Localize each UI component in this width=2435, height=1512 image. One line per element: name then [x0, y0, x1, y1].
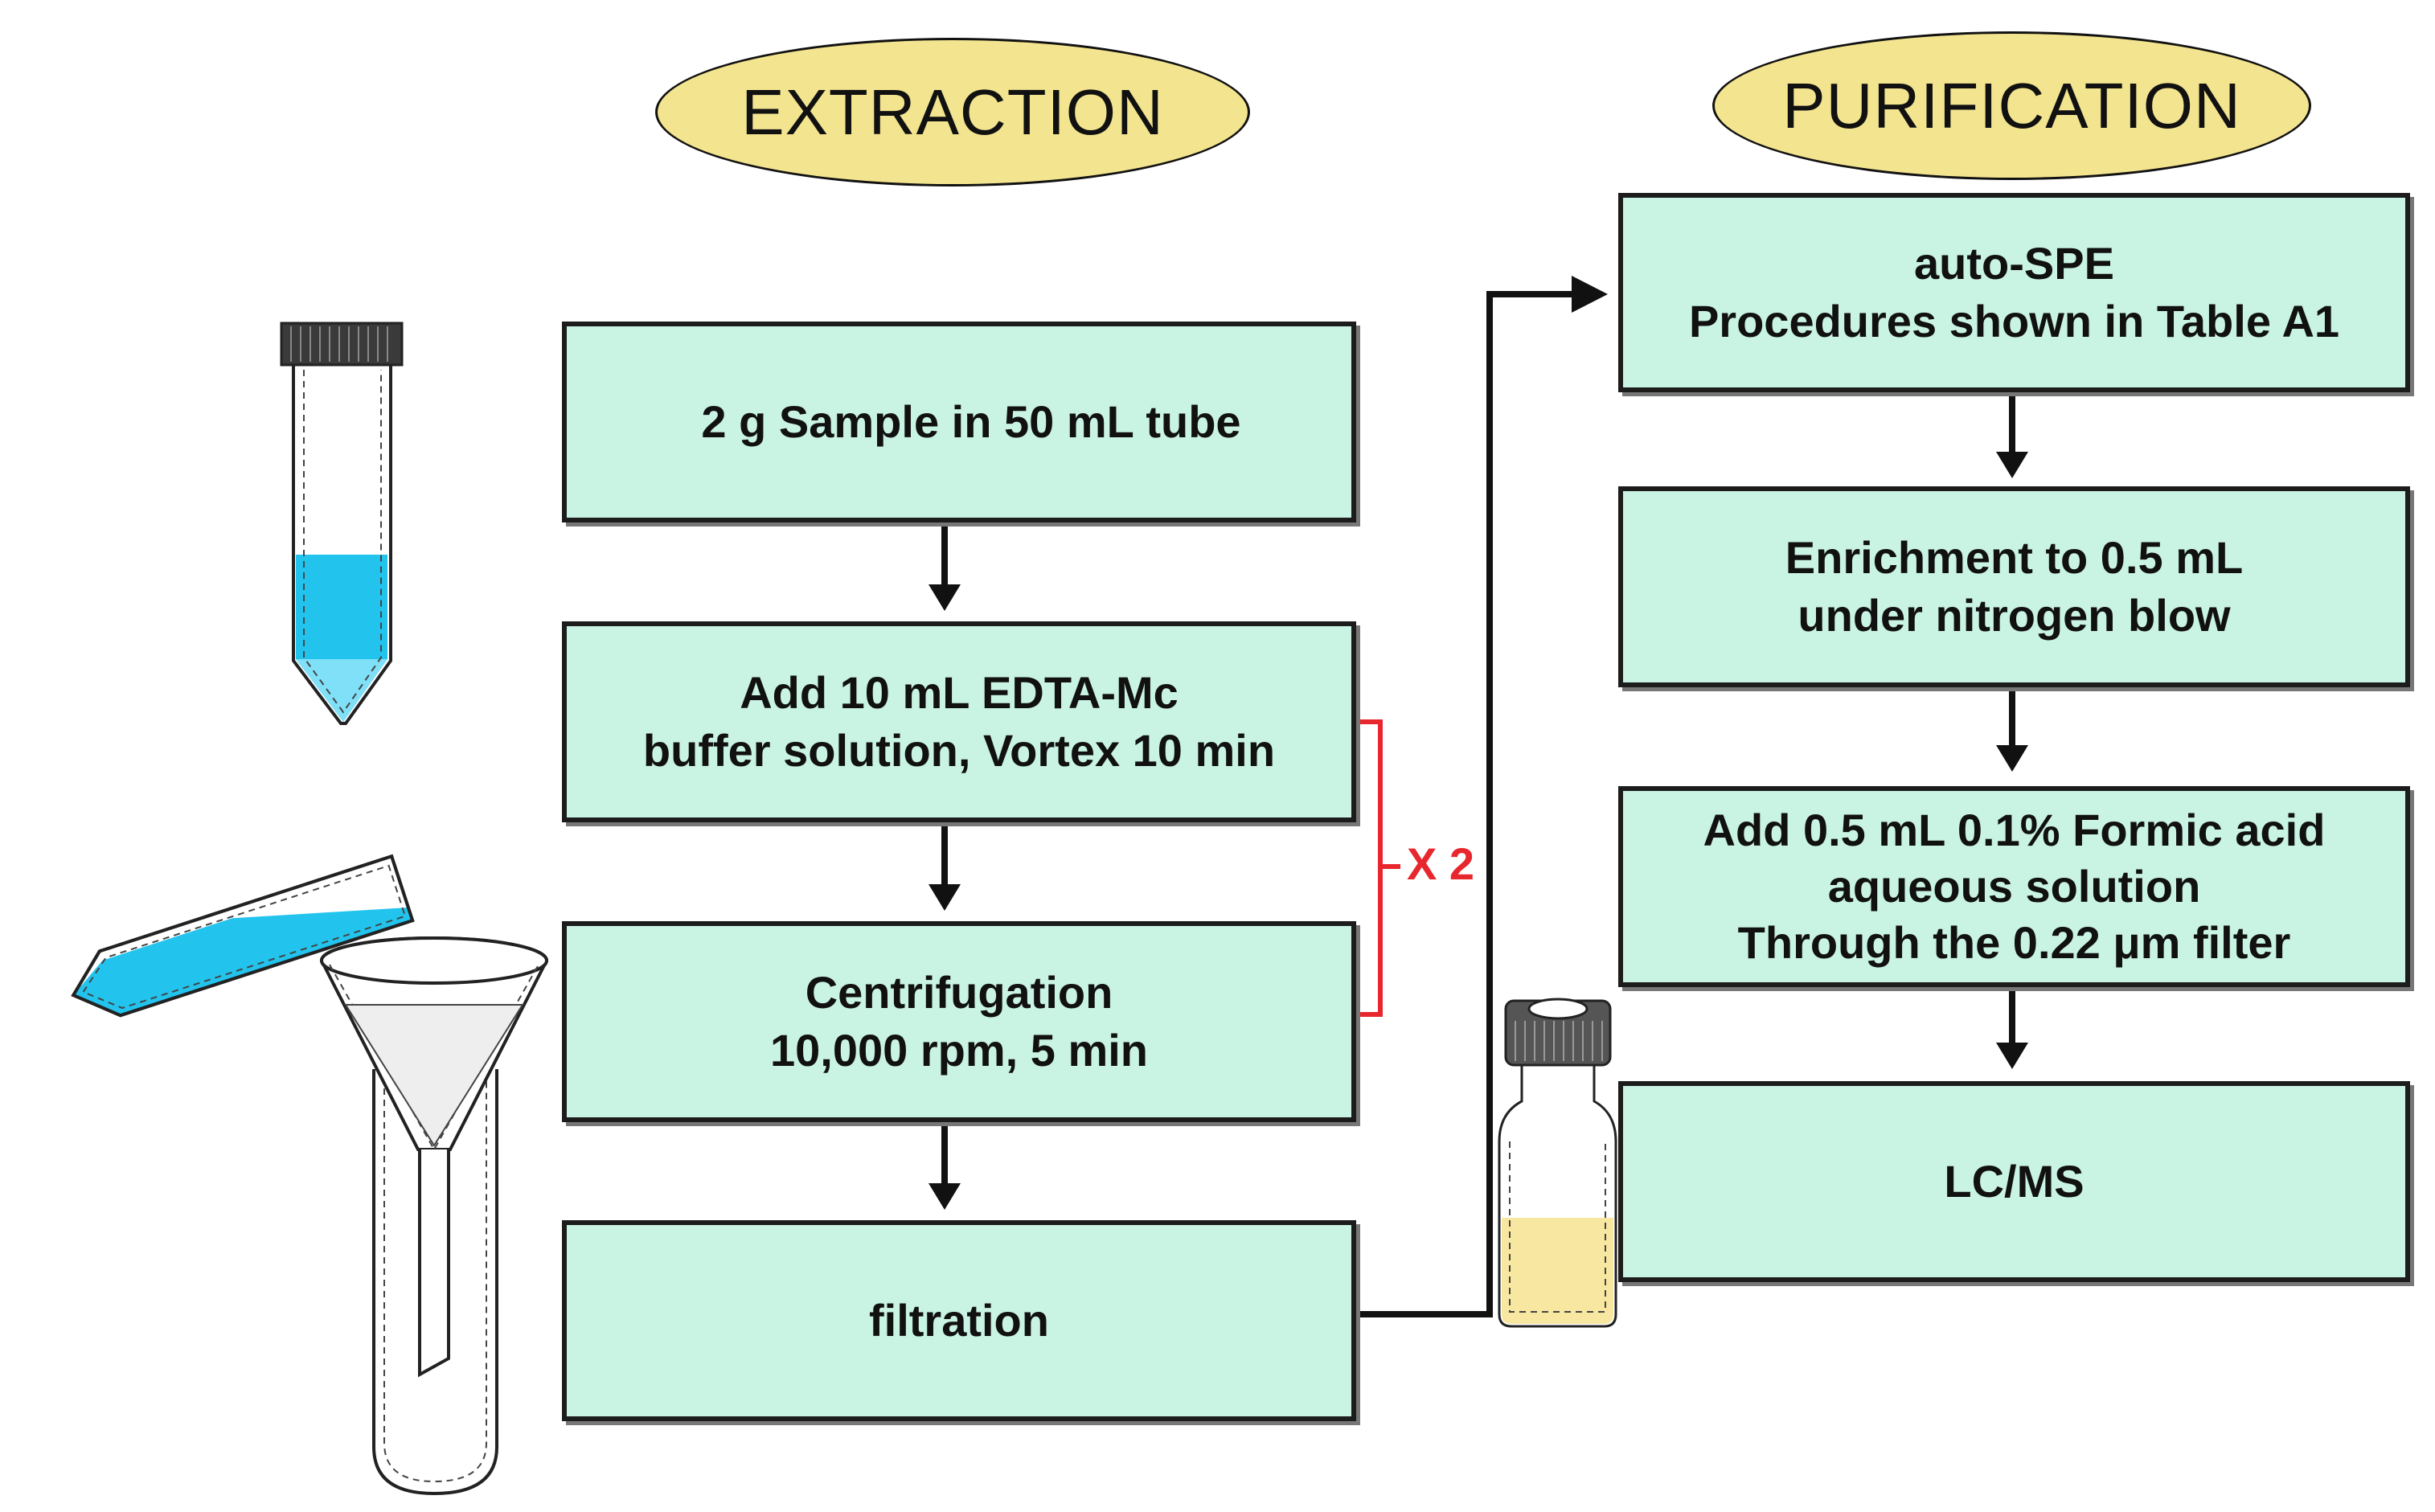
extraction-step-sample: 2 g Sample in 50 mL tube: [562, 322, 1356, 522]
step-text-line: Enrichment to 0.5 mL: [1785, 532, 2244, 583]
arrowhead-purify-1: [1996, 452, 2028, 478]
arrowhead-spe: [1572, 276, 1608, 313]
step-text-line: 10,000 rpm, 5 min: [769, 1025, 1148, 1076]
step-text-line: 2 g Sample in 50 mL tube: [701, 396, 1241, 447]
step-text-line: Add 0.5 mL 0.1% Formic acid: [1703, 805, 2326, 855]
step-text-line: Through the 0.22 μm filter: [1737, 917, 2291, 968]
step-text-line: aqueous solution: [1827, 861, 2201, 912]
purification-header-label: PURIFICATION: [1782, 69, 2241, 141]
step-text-line: Centrifugation: [805, 967, 1113, 1018]
step-text-line: LC/MS: [1944, 1156, 2085, 1207]
purification-step-formic-acid: Add 0.5 mL 0.1% Formic acid aqueous solu…: [1618, 786, 2410, 987]
step-text-line: under nitrogen blow: [1798, 590, 2231, 641]
step-text-line: auto-SPE: [1914, 238, 2114, 289]
step-text-line: buffer solution, Vortex 10 min: [642, 725, 1276, 776]
step-text-line: filtration: [869, 1295, 1049, 1346]
arrowhead-purify-2: [1996, 745, 2028, 772]
extraction-header: EXTRACTION: [655, 38, 1250, 186]
extraction-step-filtration: filtration: [562, 1220, 1356, 1421]
arrowhead-extract-2: [928, 884, 961, 911]
extraction-step-centrifugation: Centrifugation 10,000 rpm, 5 min: [562, 921, 1356, 1122]
step-text-line: Procedures shown in Table A1: [1688, 296, 2340, 346]
arrowhead-purify-3: [1996, 1043, 2028, 1069]
purification-step-enrichment: Enrichment to 0.5 mL under nitrogen blow: [1618, 486, 2410, 687]
extraction-header-label: EXTRACTION: [741, 76, 1164, 148]
purification-header: PURIFICATION: [1712, 31, 2311, 180]
arrow-filtration-to-spe: [1356, 291, 1576, 1317]
purification-step-lcms: LC/MS: [1618, 1081, 2410, 1282]
purification-step-auto-spe: auto-SPE Procedures shown in Table A1: [1618, 193, 2410, 392]
extraction-step-buffer: Add 10 mL EDTA-Mc buffer solution, Vorte…: [562, 621, 1356, 822]
step-text-line: Add 10 mL EDTA-Mc: [740, 667, 1179, 718]
arrowhead-extract-1: [928, 584, 961, 611]
repeat-label: X 2: [1407, 838, 1475, 889]
arrowhead-extract-3: [928, 1183, 961, 1210]
